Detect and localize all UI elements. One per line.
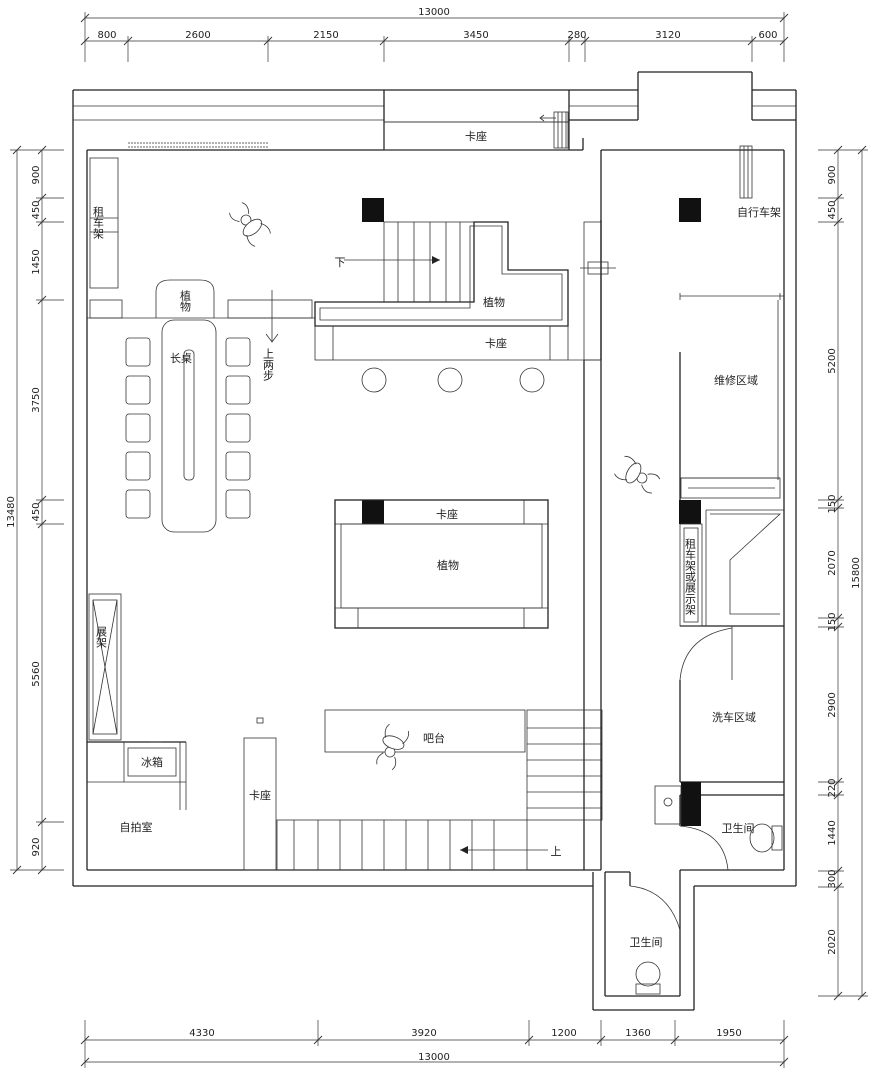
- dim-right-10: 300: [827, 869, 838, 888]
- bike-rack: [739, 145, 753, 199]
- dimension-top: 13000 800 2600 2150 3450 280 3120 600: [80, 7, 789, 62]
- dim-left-3: 1450: [31, 249, 42, 274]
- dim-top-6: 3120: [655, 30, 680, 41]
- dimension-bottom: 4330 3920 1200 1360 1950 13000: [80, 1020, 789, 1068]
- label-display-rack: 展架: [95, 626, 108, 648]
- label-top-booth: 卡座: [465, 129, 487, 143]
- dim-bottom-3: 1200: [551, 1028, 576, 1039]
- dim-right-2: 450: [827, 200, 838, 219]
- label-selfie: 自拍室: [120, 820, 153, 834]
- dim-right-7: 2900: [827, 692, 838, 717]
- bar-stools: [361, 367, 545, 393]
- person-figure: [613, 454, 663, 497]
- person-figure: [373, 723, 411, 772]
- dim-top-2: 2600: [185, 30, 210, 41]
- dim-right-1: 900: [827, 165, 838, 184]
- island-planter: [334, 499, 549, 629]
- dim-right-8: 220: [827, 778, 838, 797]
- dim-bottom-5: 1950: [716, 1028, 741, 1039]
- dim-bottom-4: 1360: [625, 1028, 650, 1039]
- dimension-right: 900 450 5200 150 2070 150 2900 220 1440 …: [818, 145, 868, 1001]
- dim-top-5: 280: [567, 30, 586, 41]
- label-long-table: 长桌: [170, 352, 192, 365]
- dim-right-3: 5200: [827, 348, 838, 373]
- dim-top-4: 3450: [463, 30, 488, 41]
- label-wc2: 卫生间: [630, 935, 663, 949]
- dim-right-9: 1440: [827, 820, 838, 845]
- long-table: [161, 319, 217, 533]
- dim-top-total: 13000: [418, 7, 450, 18]
- dimension-left: 13480 900 450 1450 3750 450 5560 920: [6, 145, 64, 875]
- top-booth-seat: [383, 121, 570, 151]
- partition-walls: [87, 150, 784, 931]
- label-wc1: 卫生间: [722, 821, 755, 835]
- rent-display-rack: [679, 509, 784, 627]
- display-rack: [88, 593, 122, 741]
- dim-top-1: 800: [97, 30, 116, 41]
- table-chairs: [125, 337, 251, 519]
- structural-columns: [362, 198, 701, 826]
- label-island-plant: 植物: [437, 558, 459, 572]
- dim-left-5: 450: [31, 502, 42, 521]
- label-plant-pot: 植物: [179, 289, 192, 312]
- mid-booth-seat: [314, 325, 569, 361]
- dim-right-11: 2020: [827, 929, 838, 954]
- label-fridge: 冰箱: [141, 755, 163, 769]
- person-figure: [226, 199, 273, 248]
- dim-top-3: 2150: [313, 30, 338, 41]
- label-repair: 维修区域: [714, 373, 758, 387]
- dim-bottom-total: 13000: [418, 1052, 450, 1063]
- label-rent-display: 租车架或展示架: [684, 538, 697, 615]
- label-stair-down: 下: [335, 256, 346, 269]
- dim-right-6: 150: [827, 612, 838, 631]
- dim-top-7: 600: [758, 30, 777, 41]
- label-stair-up: 上: [551, 845, 562, 858]
- dim-bottom-1: 4330: [189, 1028, 214, 1039]
- fridge-counter: [87, 741, 187, 810]
- label-mid-booth: 卡座: [485, 336, 507, 350]
- dim-left-7: 920: [31, 837, 42, 856]
- entrance-step: [539, 111, 569, 149]
- dim-right-total: 15800: [851, 557, 862, 589]
- rent-rack: [89, 157, 119, 289]
- label-bike-rack: 自行车架: [737, 205, 781, 219]
- label-bottom-booth: 卡座: [249, 788, 271, 802]
- stair-up: [276, 709, 603, 871]
- label-wash: 洗车区域: [712, 710, 756, 724]
- dim-left-1: 900: [31, 165, 42, 184]
- label-rent-rack: 租车架: [92, 206, 105, 239]
- dim-left-6: 5560: [31, 661, 42, 686]
- dim-right-4: 150: [827, 494, 838, 513]
- wc1-fixtures: [654, 785, 783, 853]
- dim-left-4: 3750: [31, 387, 42, 412]
- bar-counter: [324, 709, 526, 753]
- wc2-fixtures: [635, 961, 661, 995]
- label-center-plant: 植物: [483, 295, 505, 309]
- dim-left-2: 450: [31, 200, 42, 219]
- label-bar: 吧台: [423, 731, 445, 745]
- plant-pot: [155, 279, 215, 318]
- step-up-arrow: [265, 290, 279, 343]
- label-step-up: 上两步: [262, 348, 275, 381]
- stair-down: [344, 221, 475, 303]
- label-island-booth: 卡座: [436, 507, 458, 521]
- dim-left-total: 13480: [6, 496, 17, 528]
- dim-right-5: 2070: [827, 550, 838, 575]
- dim-bottom-2: 3920: [411, 1028, 436, 1039]
- bottom-booth-seat: [243, 737, 277, 871]
